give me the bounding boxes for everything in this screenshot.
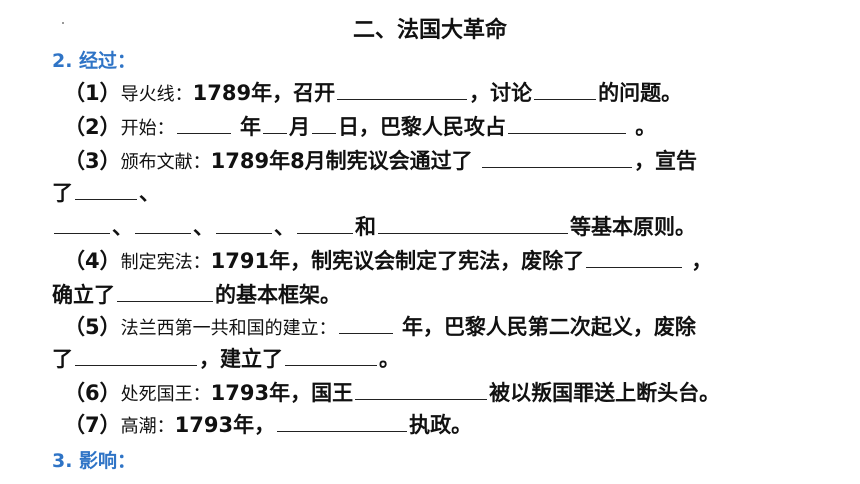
item-text: 了 (52, 181, 73, 205)
item-text: 、 (139, 181, 160, 205)
blank-field[interactable] (75, 345, 197, 366)
blank-field[interactable] (135, 213, 191, 234)
item-text: 、 (193, 215, 214, 239)
item-number: （3） (64, 149, 121, 173)
item-text: ，宣告 (634, 149, 697, 173)
blank-field[interactable] (338, 313, 393, 334)
item-text: ，建立了 (199, 347, 283, 371)
item-text: 、 (274, 215, 295, 239)
item-text: 月 (288, 115, 310, 139)
blank-field[interactable] (54, 213, 110, 234)
section-heading-3: 3. 影响： (52, 450, 137, 472)
item-text: 和 (355, 215, 376, 239)
blank-field[interactable] (507, 113, 626, 134)
item-3-cont: 了、 (52, 178, 842, 208)
blank-field[interactable] (355, 379, 488, 400)
item-number: （4） (64, 249, 121, 273)
item-label: 制定宪法： (120, 252, 211, 273)
item-text: 的问题。 (598, 81, 683, 105)
item-3-cont2: 、 、 、 和 等基本原则。 (52, 212, 842, 242)
item-text: 执政。 (409, 413, 473, 437)
item-label: 导火线： (120, 84, 193, 105)
blank-field[interactable] (262, 113, 287, 134)
item-number: （1） (64, 81, 121, 105)
item-text: 的基本框架。 (215, 283, 341, 307)
item-2: （2）开始： 年 月 日，巴黎人民攻占 。 (52, 112, 854, 144)
blank-field[interactable] (337, 79, 468, 100)
item-label: 处死国王： (120, 384, 211, 405)
item-text: 1789年8月制宪议会通过了 (210, 149, 473, 173)
item-number: （5） (64, 315, 121, 339)
blank-field[interactable] (117, 281, 213, 302)
item-text: 年，巴黎人民第二次起义，废除 (401, 315, 696, 339)
item-5: （5）法兰西第一共和国的建立： 年，巴黎人民第二次起义，废除 (52, 312, 854, 344)
blank-field[interactable] (378, 213, 568, 234)
item-label: 颁布文献： (120, 152, 211, 173)
corner-dot (62, 22, 64, 24)
item-text: ，讨论 (469, 81, 533, 105)
item-text: ， (691, 249, 713, 273)
item-label: 高潮： (120, 416, 175, 437)
item-number: （7） (64, 413, 121, 437)
blank-field[interactable] (285, 345, 377, 366)
item-7: （7）高潮：1793年， 执政。 (52, 410, 854, 442)
section-heading-2: 2. 经过： (52, 50, 137, 72)
item-4: （4）制定宪法：1791年，制宪议会制定了宪法，废除了 ， (52, 246, 854, 278)
blank-field[interactable] (311, 113, 336, 134)
item-text: 1793年，国王 (210, 381, 354, 405)
item-text: 等基本原则。 (570, 215, 696, 239)
item-text: 1791年，制宪议会制定了宪法，废除了 (210, 249, 585, 273)
item-text: 日，巴黎人民攻占 (337, 115, 506, 139)
item-text: 了 (52, 347, 73, 371)
page-title: 二、法国大革命 (352, 18, 507, 43)
blank-field[interactable] (586, 247, 683, 268)
item-4-cont: 确立了 的基本框架。 (52, 280, 842, 310)
item-text: 1793年， (174, 413, 276, 437)
item-3: （3）颁布文献：1789年8月制宪议会通过了 ，宣告 (52, 146, 854, 178)
item-text: 、 (112, 215, 133, 239)
blank-field[interactable] (216, 213, 272, 234)
item-text: 。 (635, 115, 657, 139)
item-number: （6） (64, 381, 121, 405)
blank-field[interactable] (277, 411, 408, 432)
blank-field[interactable] (297, 213, 353, 234)
item-text: 确立了 (52, 283, 115, 307)
item-5-cont: 了 ，建立了 。 (52, 344, 842, 374)
blank-field[interactable] (482, 147, 632, 168)
item-text: 年 (239, 115, 261, 139)
item-label: 开始： (120, 118, 175, 139)
item-1: （1）导火线：1789年，召开 ，讨论 的问题。 (52, 78, 854, 110)
blank-field[interactable] (534, 79, 597, 100)
item-text: 1789年，召开 (192, 81, 336, 105)
blank-field[interactable] (176, 113, 231, 134)
item-text: 。 (379, 347, 400, 371)
item-number: （2） (64, 115, 121, 139)
item-label: 法兰西第一共和国的建立： (120, 318, 337, 339)
blank-field[interactable] (75, 179, 137, 200)
item-text: 被以叛国罪送上断头台。 (489, 381, 721, 405)
item-6: （6）处死国王：1793年，国王 被以叛国罪送上断头台。 (52, 378, 854, 410)
